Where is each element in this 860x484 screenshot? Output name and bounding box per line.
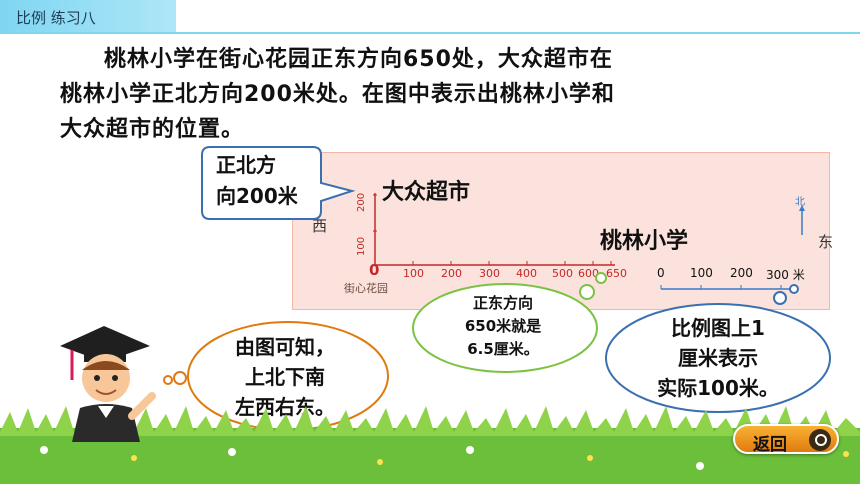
- header-line: [0, 32, 860, 34]
- header-title: 比例 练习八: [16, 9, 96, 27]
- x-tick-label: 200: [441, 267, 462, 280]
- park-label: 街心花园: [344, 282, 388, 295]
- back-button[interactable]: 返回: [733, 424, 839, 455]
- bubble-rule-shape: [163, 321, 389, 431]
- x-tick-label: 500: [552, 267, 573, 280]
- scale-tick-label: 200: [730, 266, 753, 280]
- scale-bar-ticks: [660, 285, 782, 289]
- back-button-label: 返回: [753, 435, 787, 455]
- origin-label: 0: [369, 261, 380, 279]
- map-axes: [373, 193, 805, 290]
- bubble-rule-line: 上北下南: [245, 365, 325, 389]
- x-tick-label: 300: [479, 267, 500, 280]
- graduate-child-illustration: [60, 326, 156, 442]
- back-icon: [809, 429, 831, 451]
- bubble-scale-shape: [605, 284, 831, 413]
- y-tick-label-100: 100: [356, 236, 367, 256]
- bubble-scale-line: 比例图上1: [671, 316, 765, 340]
- north-label: 北: [795, 197, 805, 208]
- problem-text: 桃林小学在街心花园正东方向650处，大众超市在 桃林小学正北方向200米处。在图…: [60, 42, 780, 147]
- bubble-rule-line: 左西右东。: [235, 395, 335, 419]
- callout-north-line: 向200米: [216, 184, 298, 208]
- x-tick-label: 650: [606, 267, 627, 280]
- callout-north-shape: [201, 146, 356, 220]
- x-axis-ticks: [412, 261, 612, 265]
- bubble-east-line: 650米就是: [464, 317, 542, 335]
- bubble-east-text: 正东方向 650米就是 6.5厘米。: [433, 292, 573, 361]
- scale-tick-label: 300 米: [766, 268, 805, 282]
- north-arrow-head: [799, 205, 805, 211]
- header-tab: [0, 0, 176, 34]
- bubble-east-line: 正东方向: [472, 294, 533, 312]
- bubble-scale-line: 厘米表示: [678, 346, 758, 370]
- bubble-rule-text: 由图可知， 上北下南 左西右东。: [200, 332, 370, 422]
- x-tick-label: 600: [578, 267, 599, 280]
- x-tick-label: 100: [403, 267, 424, 280]
- problem-line-1: 桃林小学在街心花园正东方向650处，大众超市在: [104, 47, 613, 72]
- scale-tick-label: 0: [657, 266, 665, 280]
- grass-decoration: [0, 406, 860, 484]
- bubble-scale-line: 实际100米。: [657, 376, 779, 400]
- bubble-east-line: 6.5厘米。: [467, 340, 539, 358]
- callout-north-text: 正北方 向200米: [216, 150, 298, 212]
- x-tick-label: 400: [516, 267, 537, 280]
- problem-line-2: 桃林小学正北方向200米处。在图中表示出桃林小学和: [60, 82, 615, 107]
- callout-north-line: 正北方: [216, 153, 276, 177]
- scale-tick-label: 100: [690, 266, 713, 280]
- header-bar: 比例 练习八: [0, 0, 860, 34]
- school-label: 桃林小学: [600, 229, 689, 254]
- west-label: 西: [312, 217, 328, 235]
- problem-line-3: 大众超市的位置。: [60, 117, 245, 142]
- bubble-scale-text: 比例图上1 厘米表示 实际100米。: [620, 313, 816, 403]
- bubble-east-shape: [412, 272, 607, 373]
- east-label: 东: [818, 233, 834, 251]
- market-label: 大众超市: [382, 180, 471, 205]
- bubble-rule-line: 由图可知，: [235, 335, 335, 359]
- map-panel: [292, 152, 830, 310]
